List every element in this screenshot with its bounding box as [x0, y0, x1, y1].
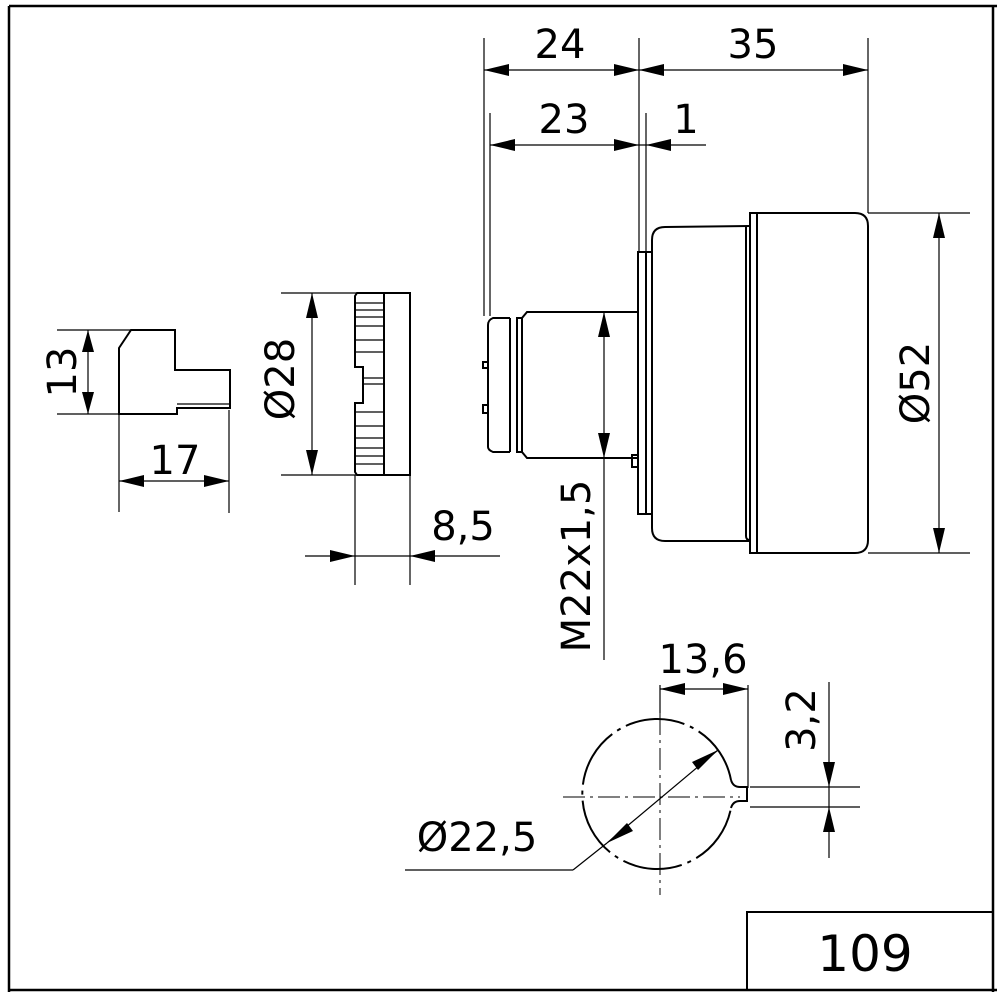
dimension-cutout-width: 13,6 [658, 637, 749, 788]
dim-8-5: 8,5 [431, 504, 495, 550]
drawing-frame [7, 4, 997, 992]
dimension-cutout-slot: 3,2 [750, 682, 860, 858]
dim-diameter-22-5: Ø22,5 [417, 815, 538, 861]
dim-17: 17 [150, 438, 201, 484]
dimension-cutout-diameter: Ø22,5 [405, 749, 719, 871]
dimension-thread: M22x1,5 [554, 312, 610, 660]
key-piece [118, 329, 231, 415]
dim-13: 13 [40, 347, 86, 398]
dim-13-6: 13,6 [658, 637, 747, 683]
knurled-ring [354, 292, 411, 476]
dimension-ring-thickness: 8,5 [305, 475, 500, 585]
dimension-top: 24 35 23 1 [483, 22, 869, 316]
housing-side-view [482, 212, 869, 554]
dimension-key-height: 13 [40, 329, 131, 415]
dim-23: 23 [539, 97, 590, 143]
page-number-box: 109 [746, 911, 994, 991]
panel-cutout [563, 713, 748, 895]
dim-1: 1 [673, 97, 698, 143]
dim-3-2: 3,2 [779, 688, 825, 752]
dim-24: 24 [535, 22, 586, 68]
dimension-ring-diameter: Ø28 [258, 292, 384, 476]
dim-thread-m22: M22x1,5 [554, 480, 600, 653]
dimension-key-length: 17 [118, 410, 230, 513]
dimension-housing-diameter: Ø52 [868, 212, 970, 554]
page-number: 109 [817, 925, 912, 983]
dim-diameter-52: Ø52 [893, 342, 939, 424]
dim-35: 35 [728, 22, 779, 68]
dim-diameter-28: Ø28 [258, 338, 304, 420]
